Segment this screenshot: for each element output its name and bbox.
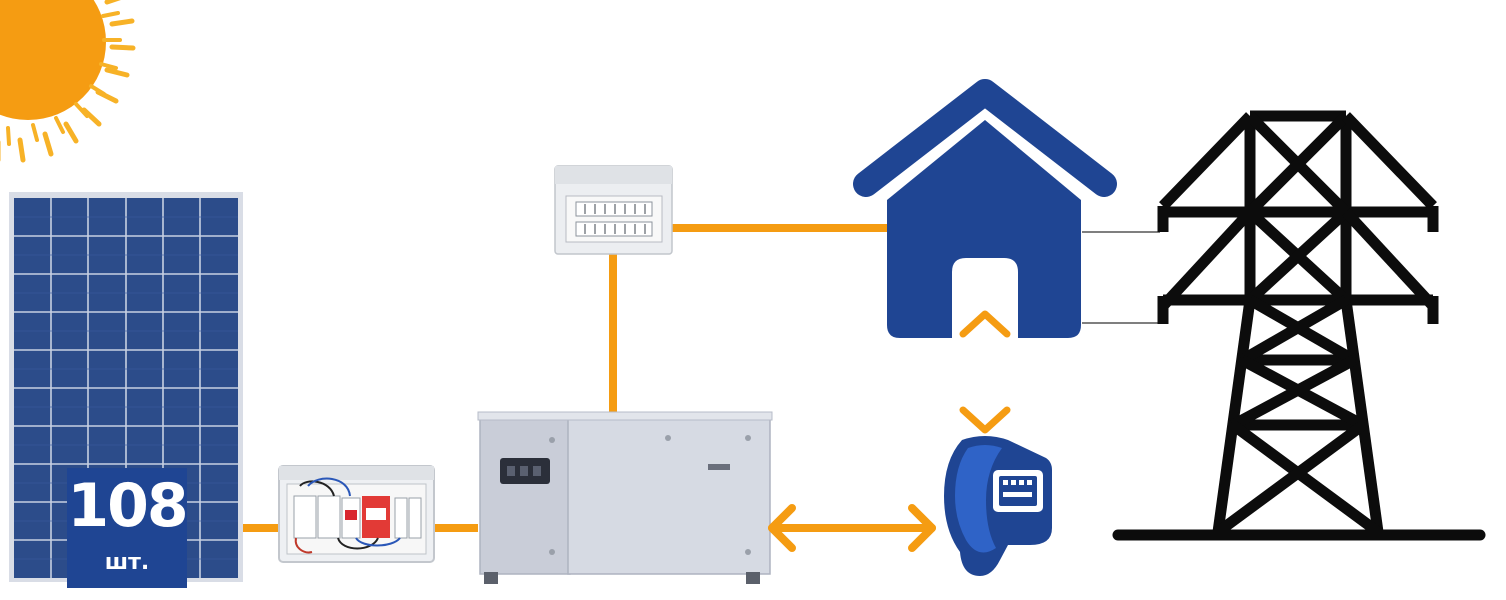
panel-count: 108 bbox=[67, 471, 188, 541]
sun-icon bbox=[0, 0, 136, 163]
distribution-board-icon bbox=[554, 165, 673, 255]
panel-count-unit: шт. bbox=[104, 550, 150, 575]
power-tower-icon bbox=[1112, 110, 1486, 541]
house-icon bbox=[853, 79, 1117, 338]
panel-count-badge: 108 шт. bbox=[67, 468, 189, 588]
service-lines bbox=[1082, 231, 1160, 324]
chevron-down-icon bbox=[959, 406, 1011, 434]
chevron-up-icon bbox=[959, 310, 1011, 338]
wires bbox=[240, 224, 890, 532]
inverter-icon bbox=[477, 411, 773, 584]
electricity-meter-icon bbox=[944, 406, 1052, 576]
double-arrow-icon bbox=[768, 504, 936, 552]
junction-box-icon bbox=[278, 465, 435, 563]
